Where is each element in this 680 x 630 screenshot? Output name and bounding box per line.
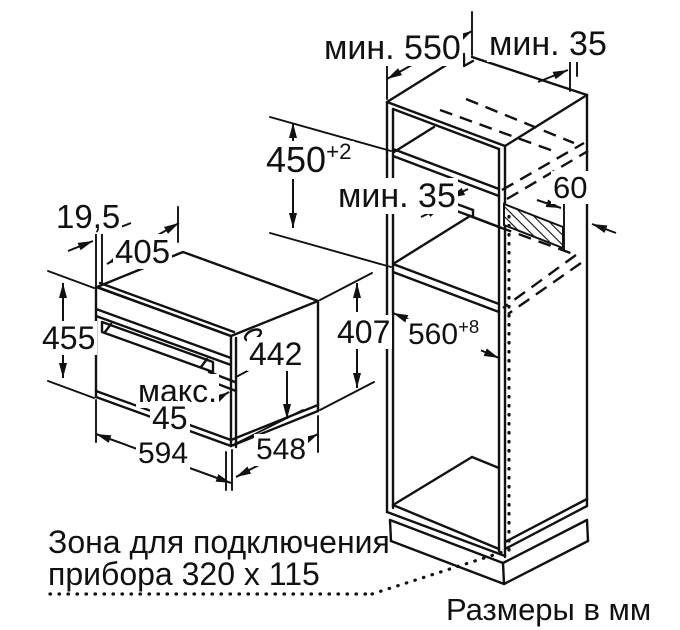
connection-zone-note-line1: Зона для подключения	[48, 524, 390, 560]
dim-min-depth-550: мин. 550	[322, 29, 463, 67]
dim-body-height-407: 407	[335, 314, 393, 350]
extension-lines	[47, 11, 578, 491]
dim-niche-width-560: 560+8	[406, 316, 482, 351]
connection-zone-hatch	[503, 202, 564, 250]
dim-min-gap-35-shelf: мин. 35	[336, 177, 458, 215]
dim-niche-height-450: 450+2	[264, 139, 354, 180]
dim-min-gap-35-top: мин. 35	[487, 25, 609, 63]
dim-top-depth-405: 405	[113, 233, 173, 270]
niche-height-value: 450	[266, 139, 327, 180]
niche-width-value: 560	[408, 318, 459, 351]
dim-max-45: 45	[150, 400, 190, 436]
dim-appliance-width-594: 594	[136, 437, 191, 470]
units-note: Размеры в мм	[446, 592, 652, 627]
dim-appliance-height-455: 455	[40, 320, 98, 356]
cabinet-outline	[385, 52, 590, 586]
connection-zone-leader-dotted	[48, 212, 511, 596]
connection-zone-note-line2: прибора 320 x 115	[48, 556, 320, 592]
dim-frame-overhang-19-5: 19,5	[54, 198, 123, 235]
niche-width-tolerance: +8	[458, 316, 480, 337]
dim-zone-offset-60: 60	[551, 170, 590, 205]
dim-door-height-442: 442	[247, 336, 305, 372]
niche-height-tolerance: +2	[326, 139, 352, 164]
dim-appliance-depth-548: 548	[254, 433, 309, 466]
